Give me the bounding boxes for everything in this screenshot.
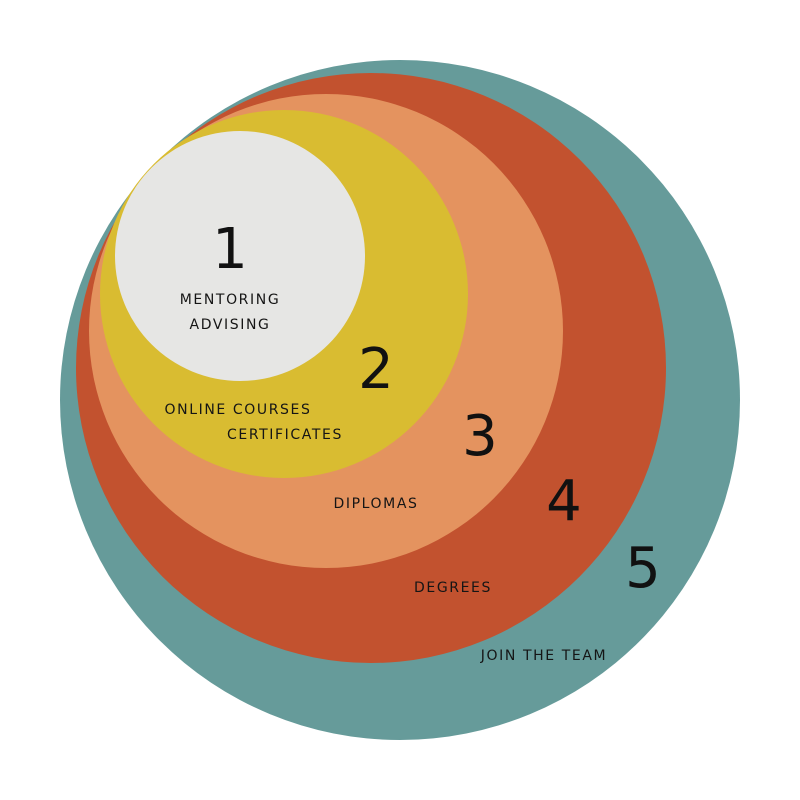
level-1-circle bbox=[115, 131, 365, 381]
level-4-number: 4 bbox=[546, 469, 582, 534]
level-2-label-1: ONLINE COURSES bbox=[165, 402, 312, 418]
level-5-number: 5 bbox=[625, 536, 661, 601]
level-1-label-1: MENTORING bbox=[180, 292, 281, 308]
level-2-number: 2 bbox=[358, 337, 394, 402]
level-3-number: 3 bbox=[462, 404, 498, 469]
level-5-label: JOIN THE TEAM bbox=[480, 648, 607, 664]
level-4-label: DEGREES bbox=[414, 580, 492, 596]
level-1-number: 1 bbox=[212, 217, 248, 282]
level-2-label-2: CERTIFICATES bbox=[227, 427, 343, 443]
level-3-label: DIPLOMAS bbox=[333, 496, 418, 512]
level-1-label-2: ADVISING bbox=[190, 317, 271, 333]
